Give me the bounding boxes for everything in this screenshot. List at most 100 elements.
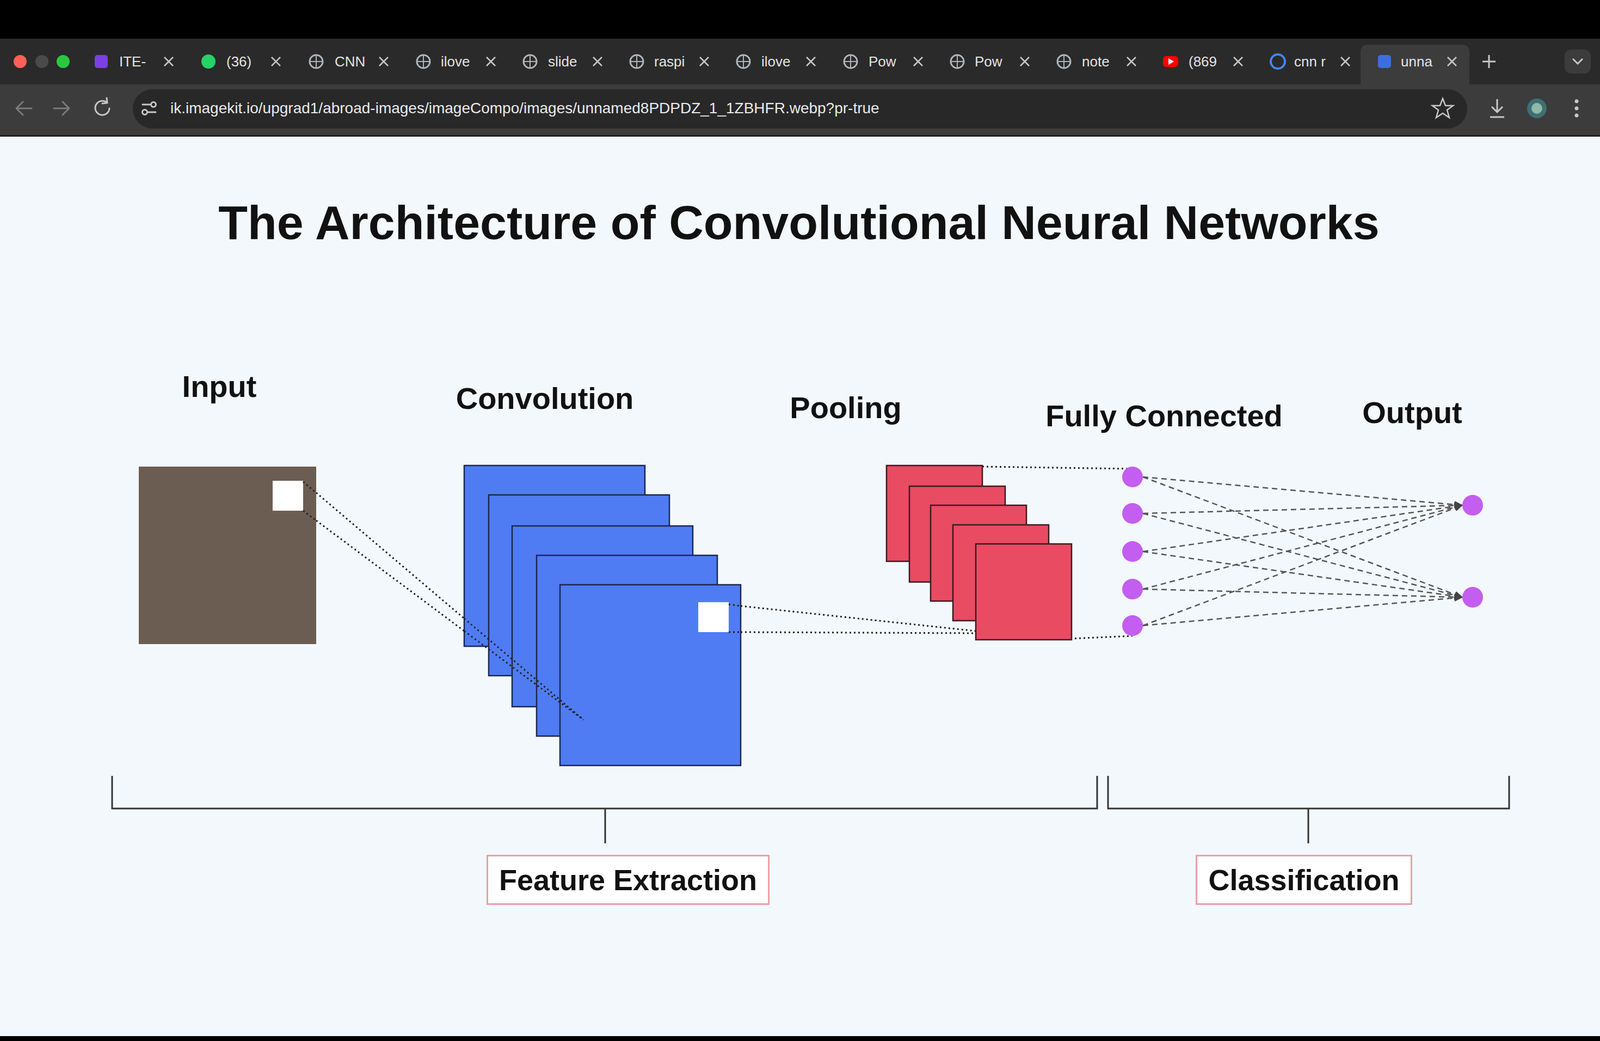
favicon [1057,54,1071,69]
connector-line [1142,588,1463,598]
toolbar [0,84,1600,135]
leader-line [728,604,741,606]
output-layer: Output [1462,494,1483,608]
favicon [309,54,323,69]
tab-title: CNN [334,53,366,71]
neuron [1462,494,1483,516]
favicon [416,54,430,69]
tab-close [1233,57,1243,66]
window-controls [13,54,70,69]
connector-line [1070,635,1133,639]
layer-heading: Input [182,368,257,404]
connector-line [1142,505,1463,589]
connector-line [982,466,1129,469]
connector [316,492,465,631]
connector [1142,476,1463,626]
favicon [94,54,108,69]
favicon [1168,58,1174,65]
stage-box: Feature Extraction [486,854,770,905]
address-bar [132,89,1468,129]
tab-search-button [1572,58,1583,64]
leader-line [464,630,584,720]
favicon [736,54,750,69]
address-url: ik.imagekit.io/upgrad1/abroad-images/ima… [170,99,880,118]
favicon [309,54,323,69]
favicon [201,54,216,69]
diagram-title: The Architecture of Convolutional Neural… [218,194,1380,251]
neuron [1122,578,1143,600]
fully-connected-layer: Fully Connected [1122,466,1143,636]
receptive-patch [272,480,304,511]
pool-figure [886,465,1072,640]
tab-close [1340,57,1350,66]
leader-line [728,631,741,633]
layer-heading: Convolution [456,380,635,416]
navigation-icons [142,104,156,113]
section-bracket [1108,775,1510,809]
out-figure [1462,494,1483,608]
leader-line [303,510,317,521]
input-figure [138,466,317,644]
favicon [523,54,537,69]
layer-heading: Pooling [789,389,902,426]
section-bracket [604,808,607,843]
tab-title: slide [548,53,577,71]
neuron [1122,466,1143,488]
conv-figure [464,465,741,766]
tab-close [806,57,816,66]
connector-line [1142,551,1463,598]
toolbar-icons [1527,98,1547,119]
tab-close [164,57,174,66]
tab-title: (869 [1188,53,1217,71]
layer-heading: Fully Connected [1045,397,1283,434]
favicon [844,54,858,69]
tab-close [1447,57,1457,66]
new-tab-button [1482,54,1496,69]
navigation-icons [16,97,157,115]
tab-title: raspi [654,53,685,71]
new-tab-button [1482,54,1496,69]
toolbar-icons [1432,98,1454,118]
tab-search-button [1564,49,1591,74]
connector-line [1142,597,1463,626]
favicon [844,54,858,69]
navigation-icons [16,101,32,115]
connector-line [1142,476,1463,598]
neuron [1462,586,1483,608]
toolbar-icons [1490,99,1505,118]
connector-line [1142,505,1463,514]
tab-title: ITE- [119,53,146,71]
toolbar-border [0,134,1600,137]
toolbar-icons [1574,99,1579,104]
leader-line [303,481,317,493]
navigation-icons [102,97,108,104]
toolbar-icons [1574,113,1579,118]
tab-close [379,57,389,66]
favicon [1377,54,1392,69]
box-label: Feature Extraction [499,862,758,897]
active-tab [1360,44,1470,85]
stage-box: Classification [1195,854,1412,905]
window-controls [35,54,49,69]
toolbar-icons [1531,102,1543,114]
window-controls [13,54,27,69]
connector-line [740,605,976,631]
convolution-layer: Convolution [464,465,741,766]
connector-line [1142,505,1463,552]
tab-close [699,57,709,66]
section-bracket [112,775,1098,809]
tab-close [913,57,923,66]
favicon [416,54,430,69]
favicon [736,54,750,69]
section-bracket [1307,808,1310,843]
pooling-layer: Pooling [886,465,1072,640]
tab-close [1127,57,1136,66]
layer-heading: Output [1362,394,1462,430]
connector-line [1142,513,1463,598]
favicon [950,54,964,69]
tab-close [1020,57,1030,66]
connector-line [740,631,976,633]
connector-line [316,520,465,631]
favicon [1057,54,1071,69]
